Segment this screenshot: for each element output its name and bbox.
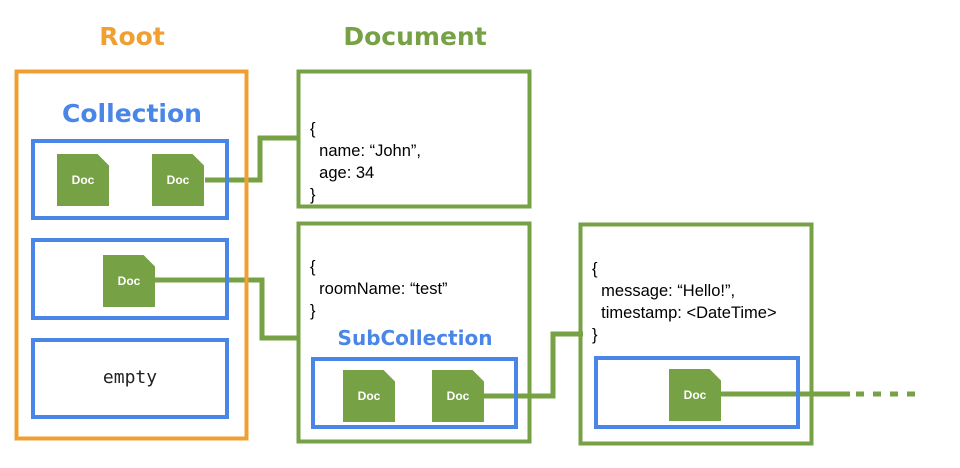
root-box — [14, 69, 249, 441]
code-line: { — [310, 120, 316, 138]
subcollection-row-2 — [594, 356, 800, 429]
doc-icon: Doc — [103, 255, 155, 307]
collection-row-1 — [31, 139, 229, 220]
doc-icon: Doc — [432, 370, 484, 422]
doc-icon: Doc — [669, 369, 721, 421]
code-line: { — [592, 260, 598, 278]
empty-label: empty — [102, 367, 158, 388]
doc-label: Doc — [357, 389, 381, 403]
document-box-3 — [578, 222, 814, 446]
doc-label: Doc — [117, 274, 141, 288]
root-header: Root — [99, 22, 165, 51]
doc-label: Doc — [683, 388, 707, 402]
connector-doc-to-document-1 — [205, 135, 300, 183]
subcollection-row-1 — [311, 357, 518, 429]
doc-label: Doc — [71, 173, 95, 187]
code-line: name: “John”, — [310, 142, 421, 160]
code-line: timestamp: <DateTime> — [592, 304, 777, 322]
connector-subdoc-to-document-3 — [484, 331, 583, 399]
code-line: } — [310, 302, 316, 320]
collection-row-3 — [31, 338, 229, 419]
doc-icon: Doc — [343, 370, 395, 422]
document-box-2 — [296, 221, 532, 444]
code-line: } — [592, 326, 598, 344]
doc-label: Doc — [446, 389, 470, 403]
document-2-code: { roomName: “test”} — [310, 234, 448, 344]
doc-icon: Doc — [152, 154, 204, 206]
document-3-code: { message: “Hello!”, timestamp: <DateTim… — [592, 236, 777, 368]
doc-label: Doc — [166, 173, 190, 187]
connector-doc-to-document-2 — [155, 277, 300, 341]
collection-title: Collection — [62, 99, 202, 128]
code-line: message: “Hello!”, — [592, 282, 736, 300]
code-line: age: 34 — [310, 164, 375, 182]
document-box-1 — [296, 69, 532, 209]
doc-icon: Doc — [57, 154, 109, 206]
code-line: { — [310, 258, 316, 276]
code-line: roomName: “test” — [310, 280, 448, 298]
document-header: Document — [343, 22, 487, 51]
code-line: } — [310, 186, 316, 204]
document-1-code: { name: “John”, age: 34} — [310, 96, 421, 228]
collection-row-2 — [31, 238, 229, 320]
subcollection-title: SubCollection — [337, 326, 493, 350]
